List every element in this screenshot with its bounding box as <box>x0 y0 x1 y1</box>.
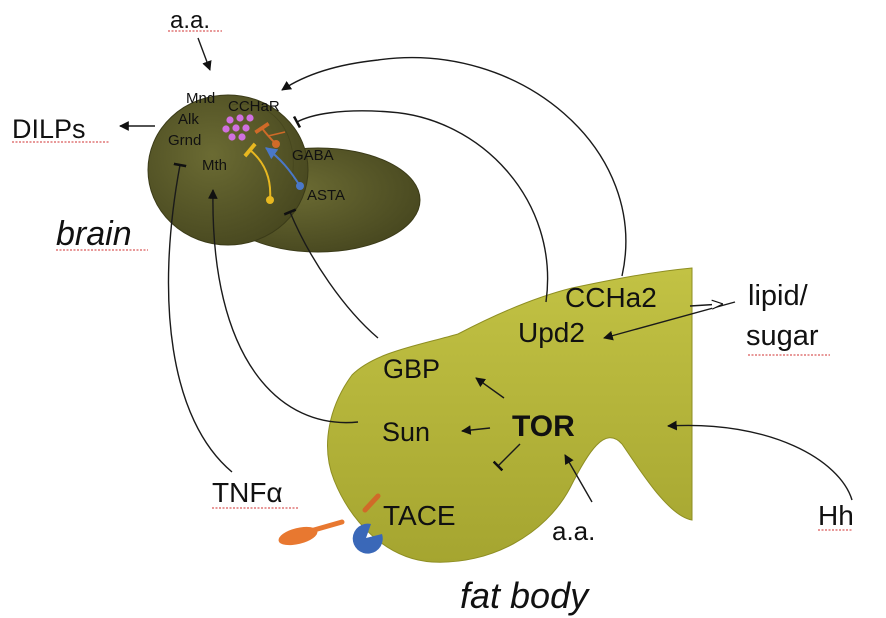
fat-body-organ <box>327 267 693 563</box>
asta-neuron <box>265 147 304 190</box>
mth-label: Mth <box>202 157 227 174</box>
upd2-label: Upd2 <box>518 317 585 348</box>
sun-to-mth-curve <box>207 189 359 424</box>
ccha2-label: CCHa2 <box>565 282 657 313</box>
hh-label: Hh <box>818 500 854 531</box>
ccha2-to-cchar-curve <box>281 56 627 277</box>
gaba-neuron <box>254 121 286 148</box>
tor-to-sun-arrow <box>461 425 491 435</box>
aa-top-arrow <box>197 37 212 71</box>
gaba-label: GABA <box>292 147 334 164</box>
tor-to-gbp-arrow <box>475 377 505 399</box>
asta-label: ASTA <box>307 187 345 204</box>
tor-label: TOR <box>512 410 575 443</box>
grnd-label: Grnd <box>168 132 201 149</box>
tor-inhibits-tace <box>492 443 521 472</box>
tace-mark <box>362 493 381 513</box>
yellow-neuron <box>243 142 274 204</box>
aa-top-label: a.a. <box>170 7 210 34</box>
tace-label: TACE <box>383 500 456 531</box>
tnf-to-grnd-curve <box>167 162 233 473</box>
dilps-label: DILPs <box>12 114 86 144</box>
sugar-label: sugar <box>746 320 819 352</box>
brain-label: brain <box>56 215 132 253</box>
cchar-label: CCHaR <box>228 98 280 115</box>
tnf-label: TNFα <box>212 477 283 508</box>
upd2-to-lipid-open-arrow <box>689 304 722 306</box>
aa-bottom-arrow <box>564 454 593 503</box>
hh-to-fat-body-curve <box>667 420 853 501</box>
gbp-to-asta-curve <box>283 208 379 339</box>
fat-body-label: fat body <box>460 575 590 616</box>
alk-label: Alk <box>178 111 199 128</box>
spellcheck-underlines <box>12 30 852 531</box>
aa-bottom-label: a.a. <box>552 516 595 546</box>
tnf-ligand <box>278 519 345 546</box>
sun-label: Sun <box>382 417 430 447</box>
lipid-label: lipid/ <box>748 280 809 312</box>
mnd-label: Mnd <box>186 90 215 107</box>
tnf-receptor <box>352 523 383 554</box>
cchar-dots <box>222 114 254 141</box>
upd2-to-brain-curve <box>292 110 549 303</box>
gbp-label: GBP <box>383 354 440 384</box>
